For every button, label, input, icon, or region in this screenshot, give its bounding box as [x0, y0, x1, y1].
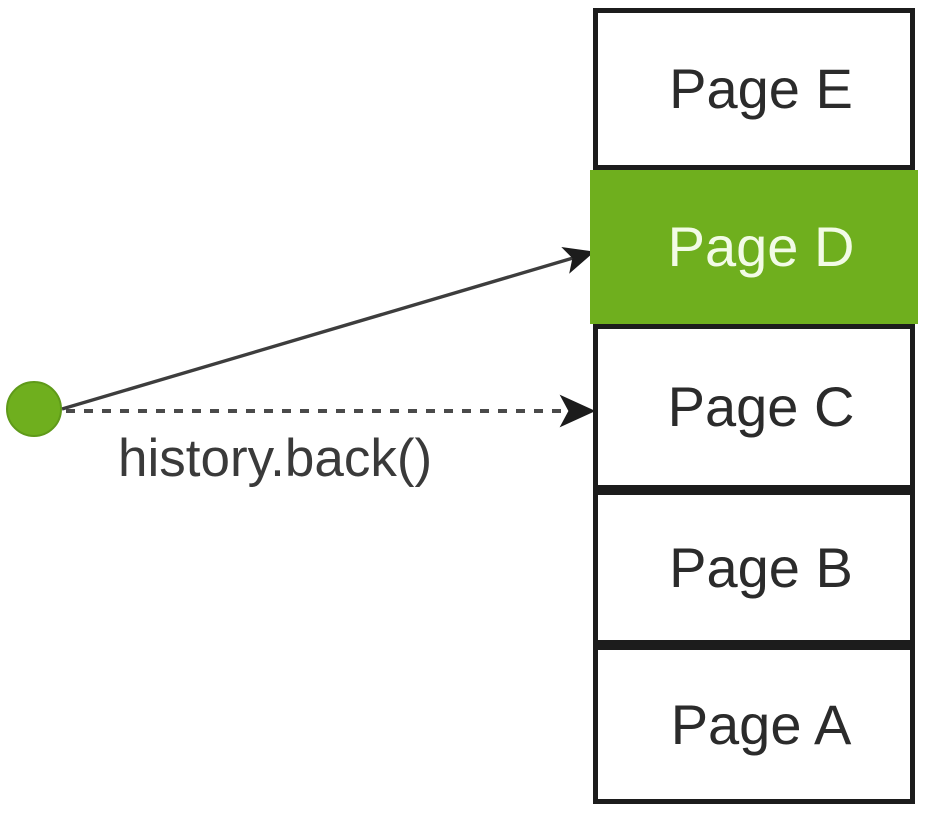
current-position-arrow — [61, 246, 595, 411]
stack-entry-label: Page A — [670, 692, 852, 756]
history-back-label: history.back() — [118, 429, 433, 488]
current-position-marker[interactable] — [6, 381, 62, 437]
history-stack: Page E Page D Page C Page B Page A — [590, 8, 918, 804]
stack-entry-page-e[interactable]: Page E — [593, 8, 915, 170]
stack-entry-label: Page D — [667, 215, 855, 278]
stack-entry-label: Page B — [669, 535, 853, 599]
stack-entry-page-b[interactable]: Page B — [593, 490, 915, 645]
stack-entry-page-d[interactable]: Page D — [590, 170, 918, 324]
stack-entry-label: Page C — [667, 375, 855, 438]
stack-entry-page-a[interactable]: Page A — [593, 645, 915, 804]
stack-entry-page-c[interactable]: Page C — [593, 324, 915, 490]
stack-entry-label: Page E — [669, 57, 853, 120]
